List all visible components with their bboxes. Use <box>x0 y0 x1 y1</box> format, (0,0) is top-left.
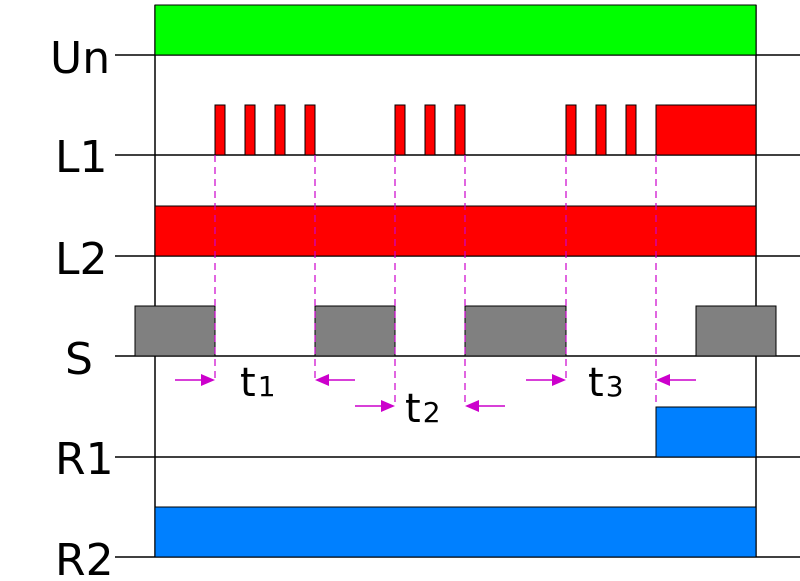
l1-pulse <box>244 104 256 156</box>
interval-arrows <box>175 374 696 412</box>
l1-pulses <box>214 104 757 156</box>
row-label-r1: R1 <box>55 434 114 485</box>
t2-arrowhead-left <box>381 400 395 412</box>
interval-label-t3: t3 <box>588 360 624 406</box>
row-label-l1: L1 <box>55 132 108 183</box>
t3-sub: 3 <box>606 370 624 403</box>
s-block <box>695 305 777 357</box>
t3-arrowhead-right <box>656 374 670 386</box>
t2-sub: 2 <box>423 396 441 429</box>
s-block <box>134 305 216 357</box>
l1-pulse <box>625 104 637 156</box>
l1-pulse <box>595 104 607 156</box>
t1-arrowhead-left <box>201 374 215 386</box>
t3-base: t <box>588 360 604 406</box>
interval-label-t1: t1 <box>240 360 276 406</box>
l1-pulse <box>304 104 316 156</box>
r2-signal <box>154 506 757 558</box>
interval-label-t2: t2 <box>405 386 441 432</box>
s-block <box>314 305 396 357</box>
t3-arrowhead-left <box>552 374 566 386</box>
l1-pulse <box>394 104 406 156</box>
guide-lines <box>214 155 657 407</box>
l1-pulse <box>274 104 286 156</box>
t1-sub: 1 <box>258 370 276 403</box>
s-block <box>464 305 567 357</box>
t2-base: t <box>405 386 421 432</box>
t2-arrowhead-right <box>465 400 479 412</box>
un-signal <box>154 4 757 56</box>
l1-continuous-signal <box>655 104 757 156</box>
row-label-r2: R2 <box>55 535 114 581</box>
r1-signal <box>655 406 757 458</box>
row-label-un: Un <box>50 33 110 84</box>
l1-pulse <box>424 104 436 156</box>
t1-arrowhead-right <box>315 374 329 386</box>
row-label-s: S <box>65 334 93 385</box>
l1-pulse <box>565 104 577 156</box>
t1-base: t <box>240 360 256 406</box>
l1-pulse <box>214 104 226 156</box>
l2-signal <box>154 205 757 257</box>
l1-pulse <box>454 104 466 156</box>
s-signal <box>134 305 777 357</box>
row-label-l2: L2 <box>55 234 108 285</box>
